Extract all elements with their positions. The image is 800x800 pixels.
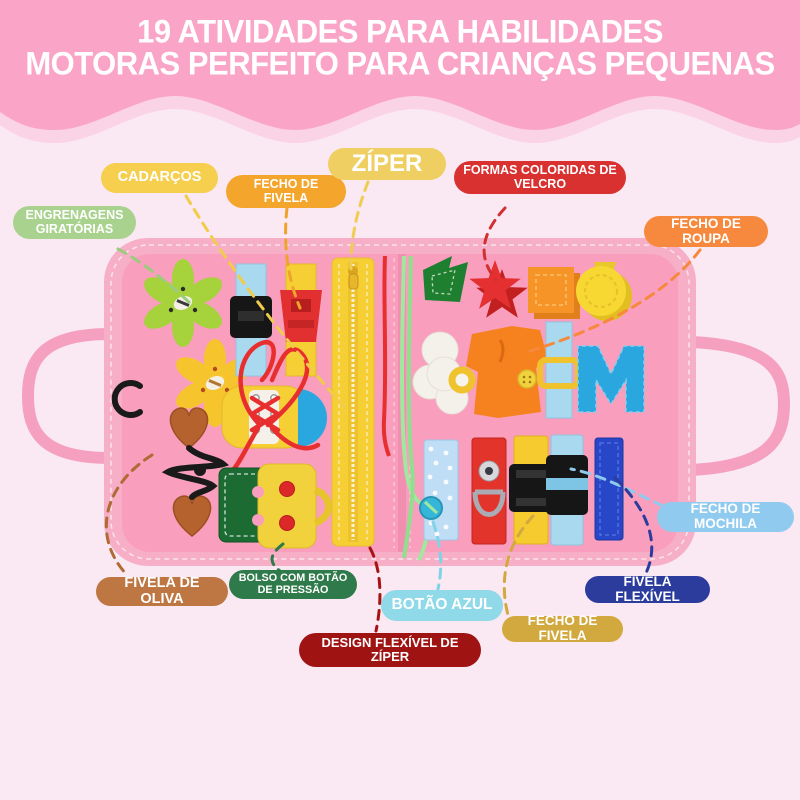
felt-letter-m xyxy=(577,345,645,413)
red-cord xyxy=(381,255,391,457)
black-buckle-strap-yellow xyxy=(509,435,553,545)
shirt-button-icon xyxy=(517,369,537,389)
snap-pocket xyxy=(218,463,332,549)
velcro-medal-icon xyxy=(576,262,632,321)
line-fecho-fivela-top xyxy=(284,206,302,310)
label-fecho-de-roupa: FECHO DE ROUPA xyxy=(644,216,768,247)
line-design-ziper xyxy=(368,546,382,633)
label-ziper: ZÍPER xyxy=(328,148,446,180)
flexible-buckle-strip xyxy=(594,437,624,541)
label-fivela-flexivel: FIVELA FLEXÍVEL xyxy=(585,574,710,603)
label-formas-coloridas-de-velcro: FORMAS COLORIDAS DE VELCRO xyxy=(454,161,626,194)
gear-green-icon xyxy=(144,259,222,347)
shoe-lacing xyxy=(221,340,327,473)
label-botao-azul: BOTÃO AZUL xyxy=(381,590,503,621)
snap-button-icon xyxy=(279,481,295,497)
velcro-square-icon xyxy=(528,267,580,319)
pocket-loop xyxy=(313,486,332,527)
velcro-arrow-icon xyxy=(423,256,468,302)
red-shoelaces xyxy=(230,340,321,473)
line-fecho-fivela-bottom xyxy=(502,514,535,617)
line-engrenagens xyxy=(116,247,192,305)
line-bolso xyxy=(270,542,285,573)
line-fivela-oliva xyxy=(104,453,154,578)
line-formas-velcro xyxy=(482,206,507,282)
hook-icon xyxy=(111,380,143,418)
buckle-strap-yellow-red xyxy=(280,263,322,377)
line-fecho-roupa xyxy=(525,248,702,354)
left-handle xyxy=(21,328,116,464)
carry-handles xyxy=(21,328,791,476)
backpack-clasp-strap xyxy=(546,434,588,546)
connector-lines xyxy=(104,180,702,633)
label-fecho-de-fivela-top: FECHO DE FIVELA xyxy=(226,175,346,208)
line-ziper xyxy=(349,180,370,272)
label-engrenagens-giratorias: ENGRENAGENS GIRATÓRIAS xyxy=(13,206,136,239)
label-bolso-com-botao-de-pressao: BOLSO COM BOTÃO DE PRESSÃO xyxy=(229,570,357,600)
d-ring-icon xyxy=(472,489,506,517)
line-cadarcos xyxy=(184,194,347,410)
velcro-star-icon xyxy=(469,260,528,318)
banner-wave xyxy=(0,0,800,143)
label-fecho-de-fivela-bottom: FECHO DE FIVELA xyxy=(502,614,623,643)
buckle-strap-blue xyxy=(230,263,272,377)
busy-board xyxy=(104,238,696,566)
heart-olive-toggle xyxy=(161,407,230,537)
banner-title-line2: MOTORAS PERFEITO PARA CRIANÇAS PEQUENAS xyxy=(25,45,775,82)
line-fivela-flexivel xyxy=(613,476,654,577)
label-fecho-de-mochila: FECHO DE MOCHILA xyxy=(657,502,794,532)
right-handle xyxy=(686,336,791,476)
banner-title-line1: 19 ATIVIDADES PARA HABILIDADES xyxy=(137,13,663,50)
clothing-fastener-shirt xyxy=(466,326,548,418)
line-fecho-mochila xyxy=(569,467,665,508)
label-fivela-de-oliva: FIVELA DE OLIVA xyxy=(96,575,228,606)
banner-title: 19 ATIVIDADES PARA HABILIDADES MOTORAS P… xyxy=(0,13,800,82)
label-design-flexivel-de-ziper: DESIGN FLEXÍVEL DE ZÍPER xyxy=(299,633,481,668)
d-ring-snap-strap xyxy=(471,437,507,545)
grommet-ring-icon xyxy=(448,366,476,394)
slide-adjuster-strap xyxy=(537,321,581,419)
label-cadarcos: CADARÇOS xyxy=(101,163,218,193)
zipper xyxy=(331,257,375,547)
line-botao-azul xyxy=(431,520,443,591)
snap-button-icon xyxy=(279,515,295,531)
blue-button-lace xyxy=(419,439,459,541)
